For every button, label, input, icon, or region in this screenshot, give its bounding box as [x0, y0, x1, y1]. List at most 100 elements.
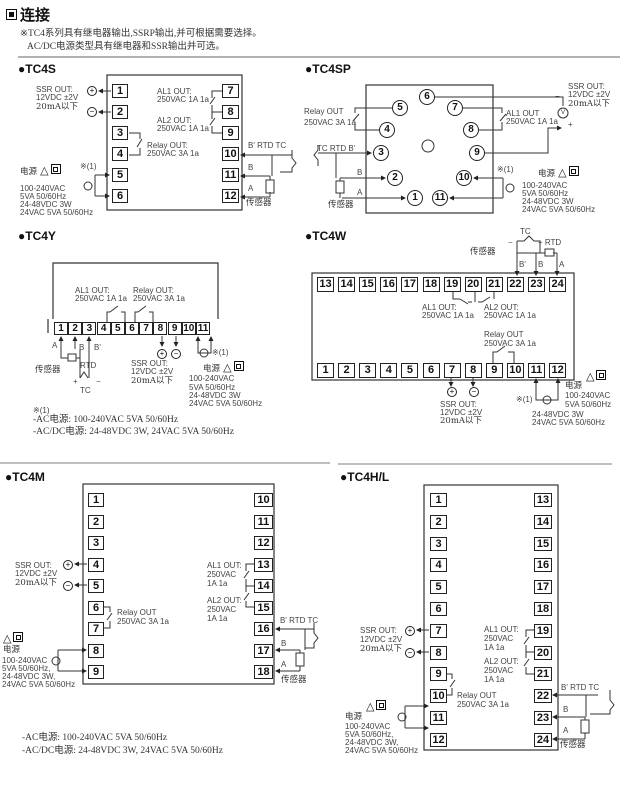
relay-label: Relay OUT	[457, 691, 497, 700]
tc-plus: +	[73, 377, 78, 386]
al2-spec: 250VAC	[207, 605, 237, 614]
tc4hl-terminal-23: 23	[534, 711, 552, 725]
tc4w-terminal-9: 9	[485, 363, 503, 378]
tc4y-terminal-9: 9	[167, 322, 182, 335]
double-insulation-icon	[568, 166, 579, 176]
sensor-b: B	[357, 168, 363, 177]
sensor-top-label: B' RTD TC	[280, 616, 319, 625]
tc4sp-terminal-5: 5	[392, 100, 408, 116]
tc4y-terminal-10: 10	[181, 322, 196, 335]
al1-label: AL1 OUT:	[157, 87, 192, 96]
power-spec: 100-240VAC	[20, 184, 66, 193]
tc4hl-terminal-4: 4	[430, 558, 447, 573]
power-spec: 24-48VDC 3W,	[345, 738, 399, 747]
ssr-label: SSR OUT:	[15, 561, 52, 570]
tc-minus: −	[508, 238, 513, 247]
sensor-b: B	[538, 260, 544, 269]
section-title-text: 连接	[20, 7, 51, 24]
relay-spec: 250VAC 3A 1a	[117, 617, 169, 626]
power-spec: 24-48VDC 3W	[532, 410, 584, 419]
tc4w-terminal-7: 7	[443, 363, 461, 378]
ssr-spec: 12VDC ±2V	[131, 367, 174, 376]
tc4hl-terminal-22: 22	[534, 689, 552, 704]
sensor-a: A	[357, 188, 363, 197]
al1-label: AL1 OUT:	[422, 303, 457, 312]
tc4hl-terminal-20: 20	[534, 645, 552, 660]
plus-icon: +	[63, 560, 73, 570]
relay-label: Relay OUT	[484, 330, 524, 339]
warning-icon: △	[3, 633, 12, 645]
ssr-spec: 12VDC ±2V	[440, 408, 483, 417]
tc4m-terminal-2: 2	[88, 514, 104, 529]
sensor-top-label: TC RTD B'	[317, 144, 356, 153]
power-spec: 5VA 50/60Hz	[20, 192, 67, 201]
power-spec: 24-48VDC 3W,	[2, 672, 56, 681]
tc4y-title: ●TC4Y	[18, 229, 56, 243]
relay-spec: 250VAC 3A 1a	[133, 294, 185, 303]
al1-spec: 250VAC 1A 1a	[157, 95, 209, 104]
tc4w-terminal-3: 3	[359, 363, 377, 378]
power-warning: 电源 △	[538, 166, 579, 180]
note-ac: -AC电源: 100-240VAC 5VA 50/60Hz	[22, 733, 168, 743]
power-spec: 100-240VAC	[2, 656, 48, 665]
tc4hl-terminal-2: 2	[430, 514, 447, 529]
tc4hl-terminal-16: 16	[534, 558, 552, 573]
tc4sp-terminal-8: 8	[463, 122, 479, 138]
al2-spec: 1A 1a	[484, 675, 505, 684]
tc4sp-terminal-11: 11	[432, 190, 448, 206]
tc4s-terminal-4: 4	[112, 147, 128, 161]
al1-spec: 1A 1a	[207, 579, 228, 588]
sensor-label: 传感器	[560, 740, 586, 750]
al2-label: AL2 OUT:	[207, 596, 242, 605]
tc4s-terminal-11: 11	[222, 168, 239, 182]
power-label: 电源	[3, 645, 21, 655]
power-spec: 100-240VAC	[522, 181, 568, 190]
ssr-spec: 12VDC ±2V	[568, 90, 611, 99]
tc-label: TC	[80, 386, 91, 395]
tc4hl-terminal-10: 10	[430, 689, 447, 704]
power-spec: 5VA 50/60Hz,	[345, 730, 394, 739]
al1-spec: 250VAC 1A 1a	[506, 117, 558, 126]
double-insulation-icon	[376, 700, 387, 710]
plus-sign: +	[568, 120, 573, 129]
power-spec: 24VAC 5VA 50/60Hz	[532, 418, 606, 427]
sensor-a: A	[281, 660, 287, 669]
tc4s-terminal-8: 8	[222, 105, 239, 119]
tc4hl-terminal-19: 19	[534, 623, 552, 638]
warning-icon: △	[40, 165, 49, 177]
sensor-top-label: B' RTD TC	[248, 141, 287, 150]
ssr-current: 20mA以下	[440, 416, 483, 426]
sensor-b: B	[79, 343, 85, 352]
tc4hl-terminal-3: 3	[430, 536, 447, 551]
minus-icon: −	[469, 387, 479, 397]
sensor-a: A	[52, 341, 58, 350]
ssr-spec: 12VDC ±2V	[15, 569, 58, 578]
ssr-spec: 12VDC ±2V	[36, 93, 79, 102]
tc4hl-terminal-13: 13	[534, 493, 552, 507]
sensor-label: 传感器	[35, 365, 61, 375]
ssr-current: 20mA以下	[568, 99, 611, 109]
sensor-label: 传感器	[328, 200, 354, 210]
al2-label: AL2 OUT:	[157, 116, 192, 125]
ssr-label: SSR OUT:	[568, 82, 605, 91]
tc4s-terminal-5: 5	[112, 168, 128, 182]
tc4sp-terminal-10: 10	[456, 170, 472, 186]
plus-icon: +	[87, 86, 97, 96]
note-line-1: ※TC4系列具有继电器输出,SSRP输出,并可根据需要选择。	[20, 29, 262, 39]
sensor-a: A	[559, 260, 565, 269]
tc4sp-title: ●TC4SP	[305, 62, 351, 76]
tc4hl-terminal-9: 9	[430, 667, 447, 682]
tc4w-terminal-4: 4	[380, 363, 398, 378]
relay-label: Relay OUT:	[133, 286, 174, 295]
warning-icon: △	[586, 371, 595, 383]
power-spec: 5VA 50/60Hz	[189, 383, 236, 392]
sensor-top-label: B' RTD TC	[561, 683, 600, 692]
power-spec: 24-48VDC 3W	[20, 200, 72, 209]
tc4m-body	[82, 483, 275, 685]
al2-spec: 250VAC 1A 1a	[484, 311, 536, 320]
tc4sp-body	[365, 84, 494, 214]
double-insulation-icon	[233, 361, 244, 371]
power-spec: 24-48VDC 3W	[189, 391, 241, 400]
power-warning: 电源 △	[20, 164, 61, 178]
tc4w-terminal-2: 2	[338, 363, 356, 378]
